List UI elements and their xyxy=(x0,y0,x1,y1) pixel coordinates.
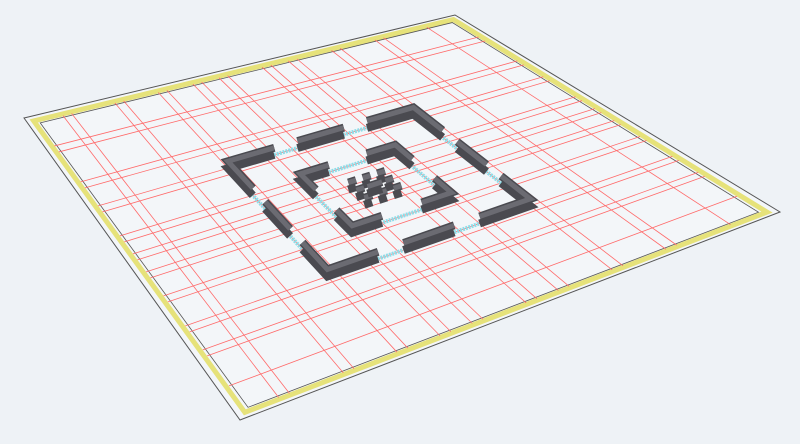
grid-line xyxy=(124,100,583,243)
wall-top xyxy=(263,200,292,231)
grid-line xyxy=(62,115,280,398)
wall-base xyxy=(384,181,395,192)
wall-top xyxy=(392,183,403,191)
wall-top xyxy=(296,125,345,144)
wall-top xyxy=(366,179,383,189)
wall-base xyxy=(333,214,384,238)
wall-top xyxy=(478,174,536,219)
wall-top xyxy=(223,145,275,190)
grid-line xyxy=(80,60,518,183)
wall-base xyxy=(478,179,539,228)
grid-line xyxy=(202,171,699,351)
grid-line xyxy=(167,140,647,303)
grid-line xyxy=(114,102,344,374)
beams xyxy=(224,112,535,279)
slab-edge-band xyxy=(29,16,773,416)
wall-base xyxy=(292,168,330,200)
grid-line xyxy=(123,100,355,369)
wall-top xyxy=(420,176,457,205)
wall-base xyxy=(454,145,489,175)
grid-line xyxy=(227,75,484,320)
grid-line xyxy=(228,195,738,387)
grid-line xyxy=(426,27,731,225)
wall-top xyxy=(347,177,357,185)
grid-line xyxy=(84,64,524,189)
grid-line xyxy=(374,39,667,250)
grid-line xyxy=(270,64,538,299)
wall-base xyxy=(363,198,374,209)
wall-base xyxy=(392,188,403,200)
wall-base xyxy=(220,150,276,199)
grid-line xyxy=(71,113,290,394)
wall-top xyxy=(402,222,456,246)
wall-top xyxy=(362,173,372,181)
wall-top xyxy=(455,139,489,167)
wall-base xyxy=(347,183,358,194)
grid-line xyxy=(201,81,452,332)
wall-base xyxy=(420,182,460,214)
wall-base xyxy=(365,147,415,170)
wall-base xyxy=(296,130,345,152)
wall-base xyxy=(355,190,366,201)
grid-line xyxy=(192,83,441,336)
wall-top xyxy=(300,240,379,273)
wall-top xyxy=(355,185,365,193)
grid-line xyxy=(296,58,570,287)
slab-inner-edge xyxy=(39,22,760,408)
grid-line xyxy=(218,77,473,324)
wall-top xyxy=(295,162,330,192)
wall-top xyxy=(365,142,414,162)
grid-line xyxy=(166,90,409,349)
wall-top xyxy=(334,208,383,229)
wall-base xyxy=(365,110,446,141)
walls xyxy=(220,103,539,282)
wall-top xyxy=(384,175,394,184)
beam-ring-inner xyxy=(296,149,456,236)
grid-line xyxy=(58,40,486,153)
grid-line xyxy=(102,80,550,213)
wall-base xyxy=(262,206,294,239)
wall-top xyxy=(366,104,445,133)
wall-base xyxy=(377,193,389,204)
wall-base xyxy=(299,246,380,282)
grid-line xyxy=(207,175,705,357)
grid-line xyxy=(189,160,679,333)
wall-top xyxy=(376,168,386,176)
grid-line xyxy=(54,36,479,147)
grid-line xyxy=(383,37,677,246)
wall-base xyxy=(366,185,384,198)
wall-base xyxy=(402,228,456,254)
